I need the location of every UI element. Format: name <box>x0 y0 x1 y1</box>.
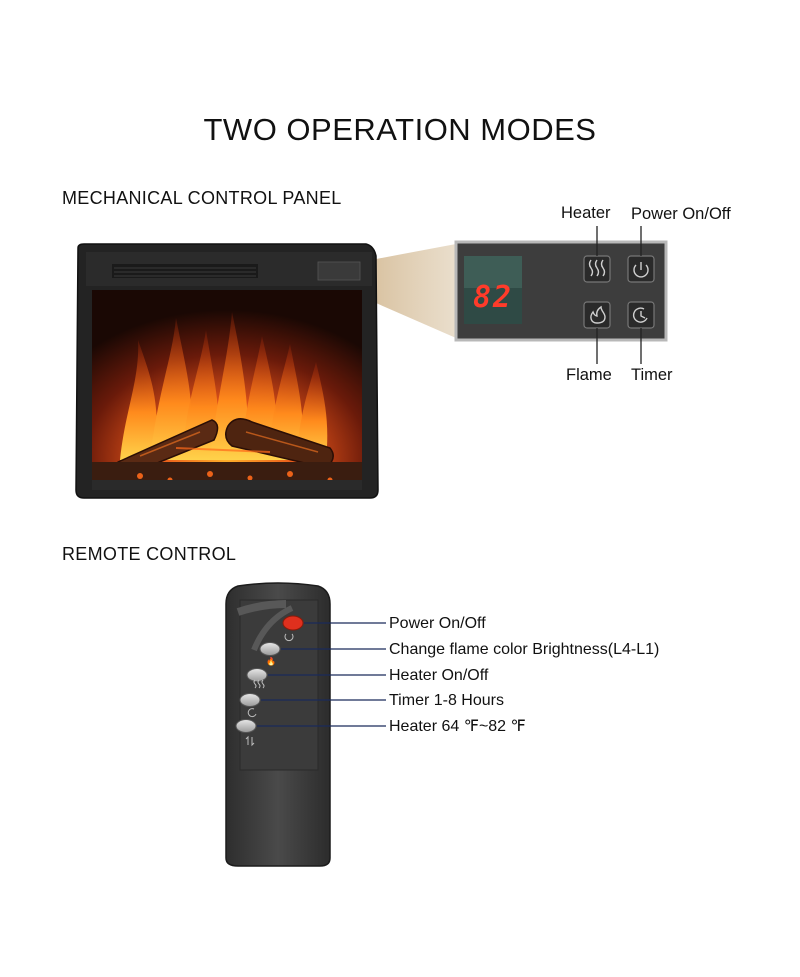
timer-icon <box>247 708 257 718</box>
remote-label-heater: Heater On/Off <box>389 667 489 684</box>
remote-callout-lines <box>257 622 386 727</box>
flame-icon <box>590 305 606 324</box>
panel-label-flame: Flame <box>566 366 612 384</box>
remote-timer-button <box>239 693 261 707</box>
remote-label-temperature: Heater 64 ℉~82 ℉ <box>389 718 526 735</box>
page-title: TWO OPERATION MODES <box>203 112 597 147</box>
up-down-arrows-icon <box>245 735 255 747</box>
panel-label-heater: Heater <box>561 204 611 222</box>
remote-label-flame: Change flame color Brightness(L4-L1) <box>389 641 660 658</box>
remote-heater-button <box>246 668 268 682</box>
remote-section-label: REMOTE CONTROL <box>62 544 237 564</box>
power-icon <box>633 262 649 278</box>
timer-icon <box>632 307 648 323</box>
remote-label-power: Power On/Off <box>389 615 486 632</box>
power-icon <box>284 633 294 642</box>
panel-label-timer: Timer <box>631 366 673 384</box>
remote-flame-button <box>259 642 281 656</box>
heater-icon <box>253 679 265 689</box>
mechanical-section-label: MECHANICAL CONTROL PANEL <box>62 188 342 208</box>
heater-icon <box>588 259 606 277</box>
fireplace-image <box>75 243 379 499</box>
remote-control-image: 🔥 <box>225 582 331 867</box>
led-display-value: 82 <box>472 280 514 315</box>
remote-power-button <box>282 615 304 631</box>
remote-temperature-button <box>235 719 257 733</box>
flame-icon: 🔥 <box>266 656 276 666</box>
panel-callout-lines <box>596 226 642 364</box>
remote-label-timer: Timer 1-8 Hours <box>389 692 504 709</box>
panel-label-power: Power On/Off <box>631 205 731 223</box>
